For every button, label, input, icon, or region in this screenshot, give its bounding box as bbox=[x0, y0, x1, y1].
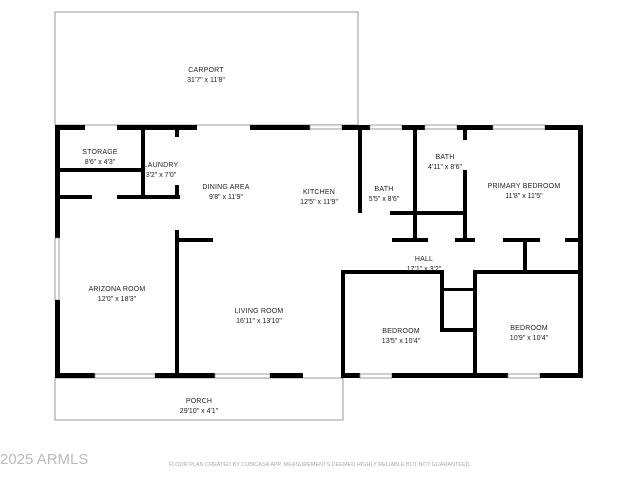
svg-text:11'8" x 11'5": 11'8" x 11'5" bbox=[505, 193, 543, 200]
svg-text:BATH: BATH bbox=[375, 186, 394, 193]
svg-text:9'8" x 11'9": 9'8" x 11'9" bbox=[209, 194, 243, 201]
watermark: 2025 ARMLS bbox=[0, 451, 88, 468]
svg-text:12'5" x 11'9": 12'5" x 11'9" bbox=[300, 199, 338, 206]
svg-text:CARPORT: CARPORT bbox=[188, 67, 224, 74]
svg-text:BEDROOM: BEDROOM bbox=[382, 328, 420, 335]
room-dining-area: DINING AREA 9'8" x 11'9" bbox=[202, 184, 249, 201]
room-storage: STORAGE 8'6" x 4'3" bbox=[82, 149, 118, 166]
svg-text:HALL: HALL bbox=[415, 256, 433, 263]
carport-outline bbox=[54, 11, 359, 126]
walls bbox=[54, 124, 583, 379]
svg-text:13'5" x 10'4": 13'5" x 10'4" bbox=[382, 338, 421, 345]
room-laundry: LAUNDRY 3'2" x 7'0" bbox=[144, 162, 179, 179]
svg-text:12'0" x 18'3": 12'0" x 18'3" bbox=[98, 296, 137, 303]
svg-text:8'6" x 4'3": 8'6" x 4'3" bbox=[85, 159, 116, 166]
room-porch: PORCH 29'10" x 4'1" bbox=[180, 398, 219, 415]
svg-text:STORAGE: STORAGE bbox=[82, 149, 118, 156]
room-primary-bedroom: PRIMARY BEDROOM 11'8" x 11'5" bbox=[488, 183, 561, 200]
svg-text:KITCHEN: KITCHEN bbox=[303, 189, 335, 196]
svg-text:PORCH: PORCH bbox=[186, 398, 212, 405]
svg-text:LAUNDRY: LAUNDRY bbox=[144, 162, 179, 169]
svg-text:17'1" x 3'2": 17'1" x 3'2" bbox=[407, 266, 442, 273]
svg-text:BEDROOM: BEDROOM bbox=[510, 325, 548, 332]
svg-text:PRIMARY BEDROOM: PRIMARY BEDROOM bbox=[488, 183, 561, 190]
svg-text:31'7" x 11'8": 31'7" x 11'8" bbox=[187, 77, 225, 84]
svg-text:10'9" x 10'4": 10'9" x 10'4" bbox=[510, 335, 549, 342]
svg-text:5'5" x 8'6": 5'5" x 8'6" bbox=[369, 196, 400, 203]
svg-text:16'11" x 13'10": 16'11" x 13'10" bbox=[236, 318, 282, 325]
room-bedroom-1: BEDROOM 13'5" x 10'4" bbox=[382, 328, 421, 345]
room-living-room: LIVING ROOM 16'11" x 13'10" bbox=[235, 308, 284, 325]
svg-text:3'2" x 7'0": 3'2" x 7'0" bbox=[146, 172, 177, 179]
svg-text:4'11" x 8'6": 4'11" x 8'6" bbox=[428, 164, 462, 171]
room-kitchen: KITCHEN 12'5" x 11'9" bbox=[300, 189, 338, 206]
svg-text:LIVING ROOM: LIVING ROOM bbox=[235, 308, 284, 315]
room-hall: HALL 17'1" x 3'2" bbox=[407, 256, 442, 273]
room-arizona-room: ARIZONA ROOM 12'0" x 18'3" bbox=[89, 286, 146, 303]
room-bath-1: BATH 5'5" x 8'6" bbox=[369, 186, 400, 203]
room-carport: CARPORT 31'7" x 11'8" bbox=[187, 67, 225, 84]
disclaimer: FLOOR PLAN CREATED BY CUBICASA APP. MEAS… bbox=[169, 462, 472, 468]
svg-text:BATH: BATH bbox=[436, 154, 455, 161]
svg-text:ARIZONA ROOM: ARIZONA ROOM bbox=[89, 286, 146, 293]
svg-text:DINING AREA: DINING AREA bbox=[202, 184, 249, 191]
room-bedroom-2: BEDROOM 10'9" x 10'4" bbox=[510, 325, 549, 342]
room-bath-2: BATH 4'11" x 8'6" bbox=[428, 154, 462, 171]
svg-text:29'10" x 4'1": 29'10" x 4'1" bbox=[180, 408, 219, 415]
